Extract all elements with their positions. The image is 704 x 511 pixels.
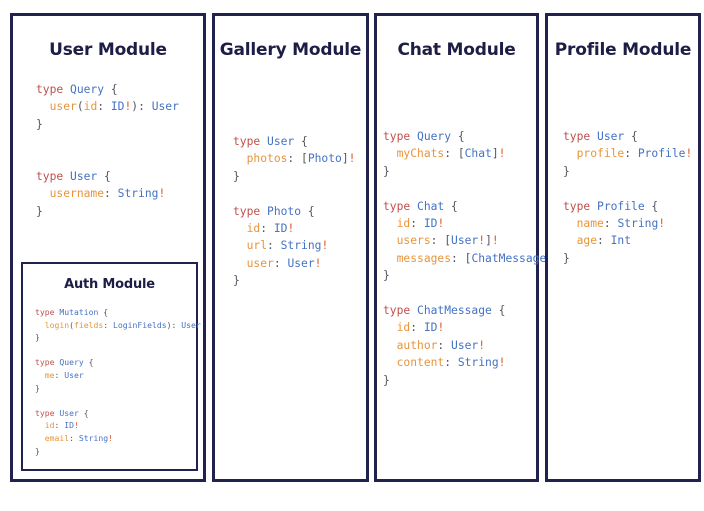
code-line [35, 345, 40, 355]
panel-profile-module[interactable]: Profile Module type User { profile: Prof… [545, 13, 701, 482]
code-line: type Chat { [383, 199, 458, 213]
code-line: type User { [563, 130, 638, 143]
code-line: type User { [36, 170, 111, 184]
code-line: username: String! [49, 187, 166, 201]
code-line: users: [User!]! [396, 234, 499, 248]
code-line: type Query { [383, 130, 465, 143]
code-line: } [35, 445, 40, 456]
code-line: email: String! [44, 432, 113, 443]
code-line [563, 182, 570, 195]
code-line: user(id: ID!): User [49, 100, 179, 114]
code-line: } [383, 164, 390, 178]
code-block-gallery-module: type User { photos: [Photo]! } type Phot… [233, 133, 355, 290]
code-line: type Mutation { [35, 307, 109, 317]
code-line [233, 187, 240, 200]
code-line: } [35, 382, 40, 393]
panel-auth-module[interactable]: Auth Module type Mutation { login(fields… [21, 262, 201, 471]
code-line: type Query { [36, 83, 118, 96]
code-block-chat-module: type Query { myChats: [Chat]! } type Cha… [383, 128, 560, 389]
code-line: myChats: [Chat]! [396, 147, 506, 161]
code-line: me: User [44, 369, 84, 380]
code-line: } [233, 274, 240, 288]
code-line: author: User! [396, 338, 486, 352]
code-line: photos: [Photo]! [246, 152, 356, 166]
code-block-auth-module: type Mutation { login(fields: LoginField… [35, 306, 201, 457]
code-line: } [383, 269, 390, 283]
code-line: type Profile { [563, 199, 659, 213]
code-line: messages: [ChatMessage]! [396, 251, 560, 265]
code-line: login(fields: LoginFields): User [44, 319, 201, 330]
code-line: } [563, 164, 570, 178]
panel-title-auth-module: Auth Module [64, 277, 155, 292]
panel-gallery-module[interactable]: Gallery Module type User { photos: [Phot… [212, 13, 369, 482]
code-line [35, 395, 40, 405]
panel-title-user-module: User Module [49, 40, 167, 60]
code-line: type User { [35, 407, 89, 418]
code-line: type Query { [35, 357, 94, 368]
code-line: } [233, 169, 240, 183]
panel-title-profile-module: Profile Module [554, 40, 692, 60]
code-line [36, 153, 43, 166]
code-block-profile-module: type User { profile: Profile! } type Pro… [563, 128, 692, 267]
panel-title-chat-module: Chat Module [397, 40, 516, 60]
code-line: } [36, 117, 43, 131]
code-line: } [36, 204, 43, 218]
code-line [36, 135, 43, 148]
code-line: id: ID! [44, 420, 79, 431]
code-line: url: String! [246, 239, 329, 253]
code-line [383, 287, 390, 300]
code-line: id: ID! [246, 222, 295, 236]
panel-user-module[interactable]: User Module type Query { user(id: ID!): … [10, 13, 206, 482]
code-line: age: Int [576, 234, 632, 248]
code-block-user-module: type Query { user(id: ID!): User } type … [36, 81, 179, 220]
code-line: type User { [233, 135, 308, 148]
code-line: } [563, 251, 570, 265]
code-line [383, 182, 390, 195]
code-line: id: ID! [396, 321, 445, 335]
panel-title-gallery-module: Gallery Module [219, 40, 362, 60]
code-line: user: User! [246, 256, 322, 270]
code-line: type Photo { [233, 204, 315, 218]
code-line: content: String! [396, 356, 506, 370]
code-line: profile: Profile! [576, 147, 693, 161]
code-line: id: ID! [396, 217, 445, 231]
code-line: name: String! [576, 217, 666, 231]
code-line: type ChatMessage { [383, 304, 506, 318]
code-line: } [35, 332, 40, 343]
code-line: } [383, 373, 390, 387]
panel-chat-module[interactable]: Chat Module type Query { myChats: [Chat]… [374, 13, 560, 482]
